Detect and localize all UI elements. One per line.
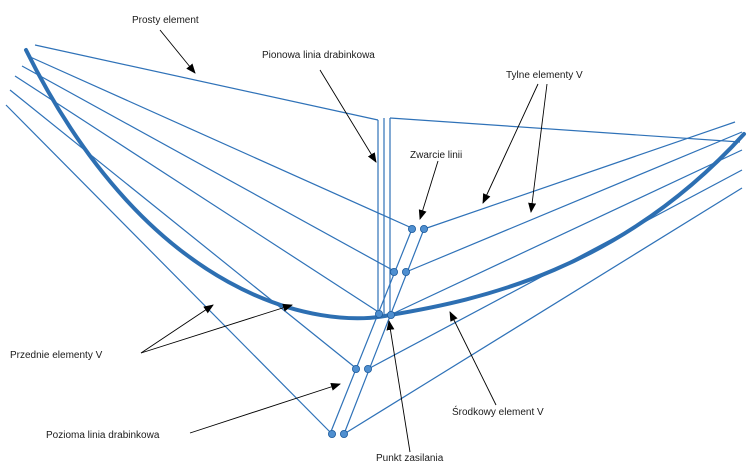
v-elements-right xyxy=(343,121,743,435)
label-feed-point: Punkt zasilania xyxy=(376,453,444,463)
arrow-feed-point xyxy=(386,320,411,453)
label-rear-v-elements: Tylne elementy V xyxy=(506,70,583,81)
label-center-v-element: Środkowy element V xyxy=(452,405,544,418)
arrow-horizontal-ladder xyxy=(189,382,341,434)
rear-v-elements-left xyxy=(14,55,415,314)
arrow-line-short xyxy=(418,160,439,220)
arrow-vertical-ladder xyxy=(319,69,377,163)
node-feed-right xyxy=(386,310,395,319)
node-low-left xyxy=(351,364,360,373)
node-bottom-left xyxy=(327,429,336,438)
arrow-rear-v-2 xyxy=(528,83,548,213)
arrow-rear-v-1 xyxy=(482,83,539,204)
junction-nodes xyxy=(327,224,428,438)
leader-arrows xyxy=(140,29,548,453)
horizontal-ladder-line xyxy=(329,228,425,435)
label-simple-element: Prosty element xyxy=(132,15,199,26)
center-v-element xyxy=(24,48,746,321)
node-mid-right xyxy=(401,267,410,276)
vertical-ladder-line xyxy=(383,117,741,315)
label-line-short: Zwarcie linii xyxy=(410,150,462,161)
arrow-front-v-2 xyxy=(140,303,293,354)
labels: Prosty element Pionowa linia drabinkowa … xyxy=(10,15,583,463)
node-short-right xyxy=(419,224,428,233)
label-vertical-ladder-line: Pionowa linia drabinkowa xyxy=(262,50,375,61)
arrow-simple-element xyxy=(159,29,196,74)
node-short-left xyxy=(407,224,416,233)
label-horizontal-ladder-line: Pozioma linia drabinkowa xyxy=(46,430,160,441)
arrow-front-v-1 xyxy=(140,304,214,354)
arrow-center-v xyxy=(449,311,497,406)
node-bottom-right xyxy=(339,429,348,438)
node-mid-left xyxy=(389,267,398,276)
simple-element xyxy=(34,44,379,313)
node-feed-left xyxy=(374,309,383,318)
label-front-v-elements: Przednie elementy V xyxy=(10,350,103,361)
front-v-elements-left xyxy=(5,89,358,435)
node-low-right xyxy=(363,364,372,373)
